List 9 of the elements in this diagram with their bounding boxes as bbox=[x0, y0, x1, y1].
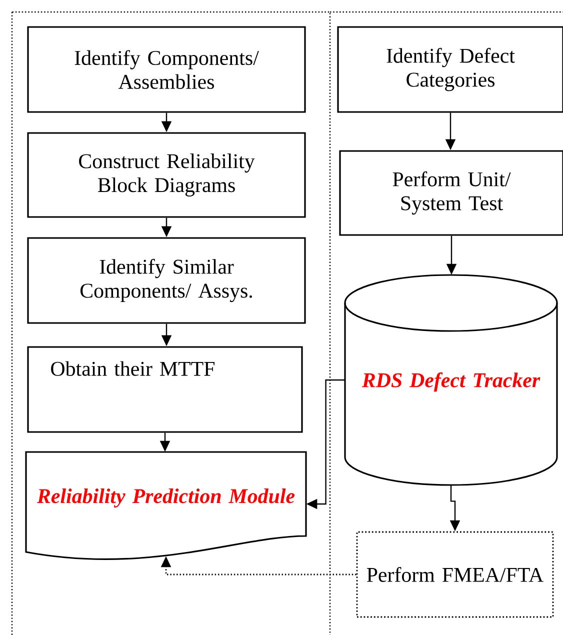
process-box: Obtain their MTTF bbox=[27, 346, 303, 433]
node-label: RDS Defect Tracker bbox=[362, 372, 540, 392]
process-box: Identify Components/ Assemblies bbox=[27, 26, 306, 113]
database-cylinder: RDS Defect Tracker bbox=[344, 274, 558, 486]
process-box: Construct Reliability Block Diagrams bbox=[27, 132, 306, 218]
process-box: Perform FMEA/FTA bbox=[356, 531, 554, 618]
process-box: Identify Similar Components/ Assys. bbox=[27, 237, 306, 324]
process-box: Identify Defect Categories bbox=[337, 26, 563, 113]
process-box: Perform Unit/ System Test bbox=[339, 150, 563, 236]
